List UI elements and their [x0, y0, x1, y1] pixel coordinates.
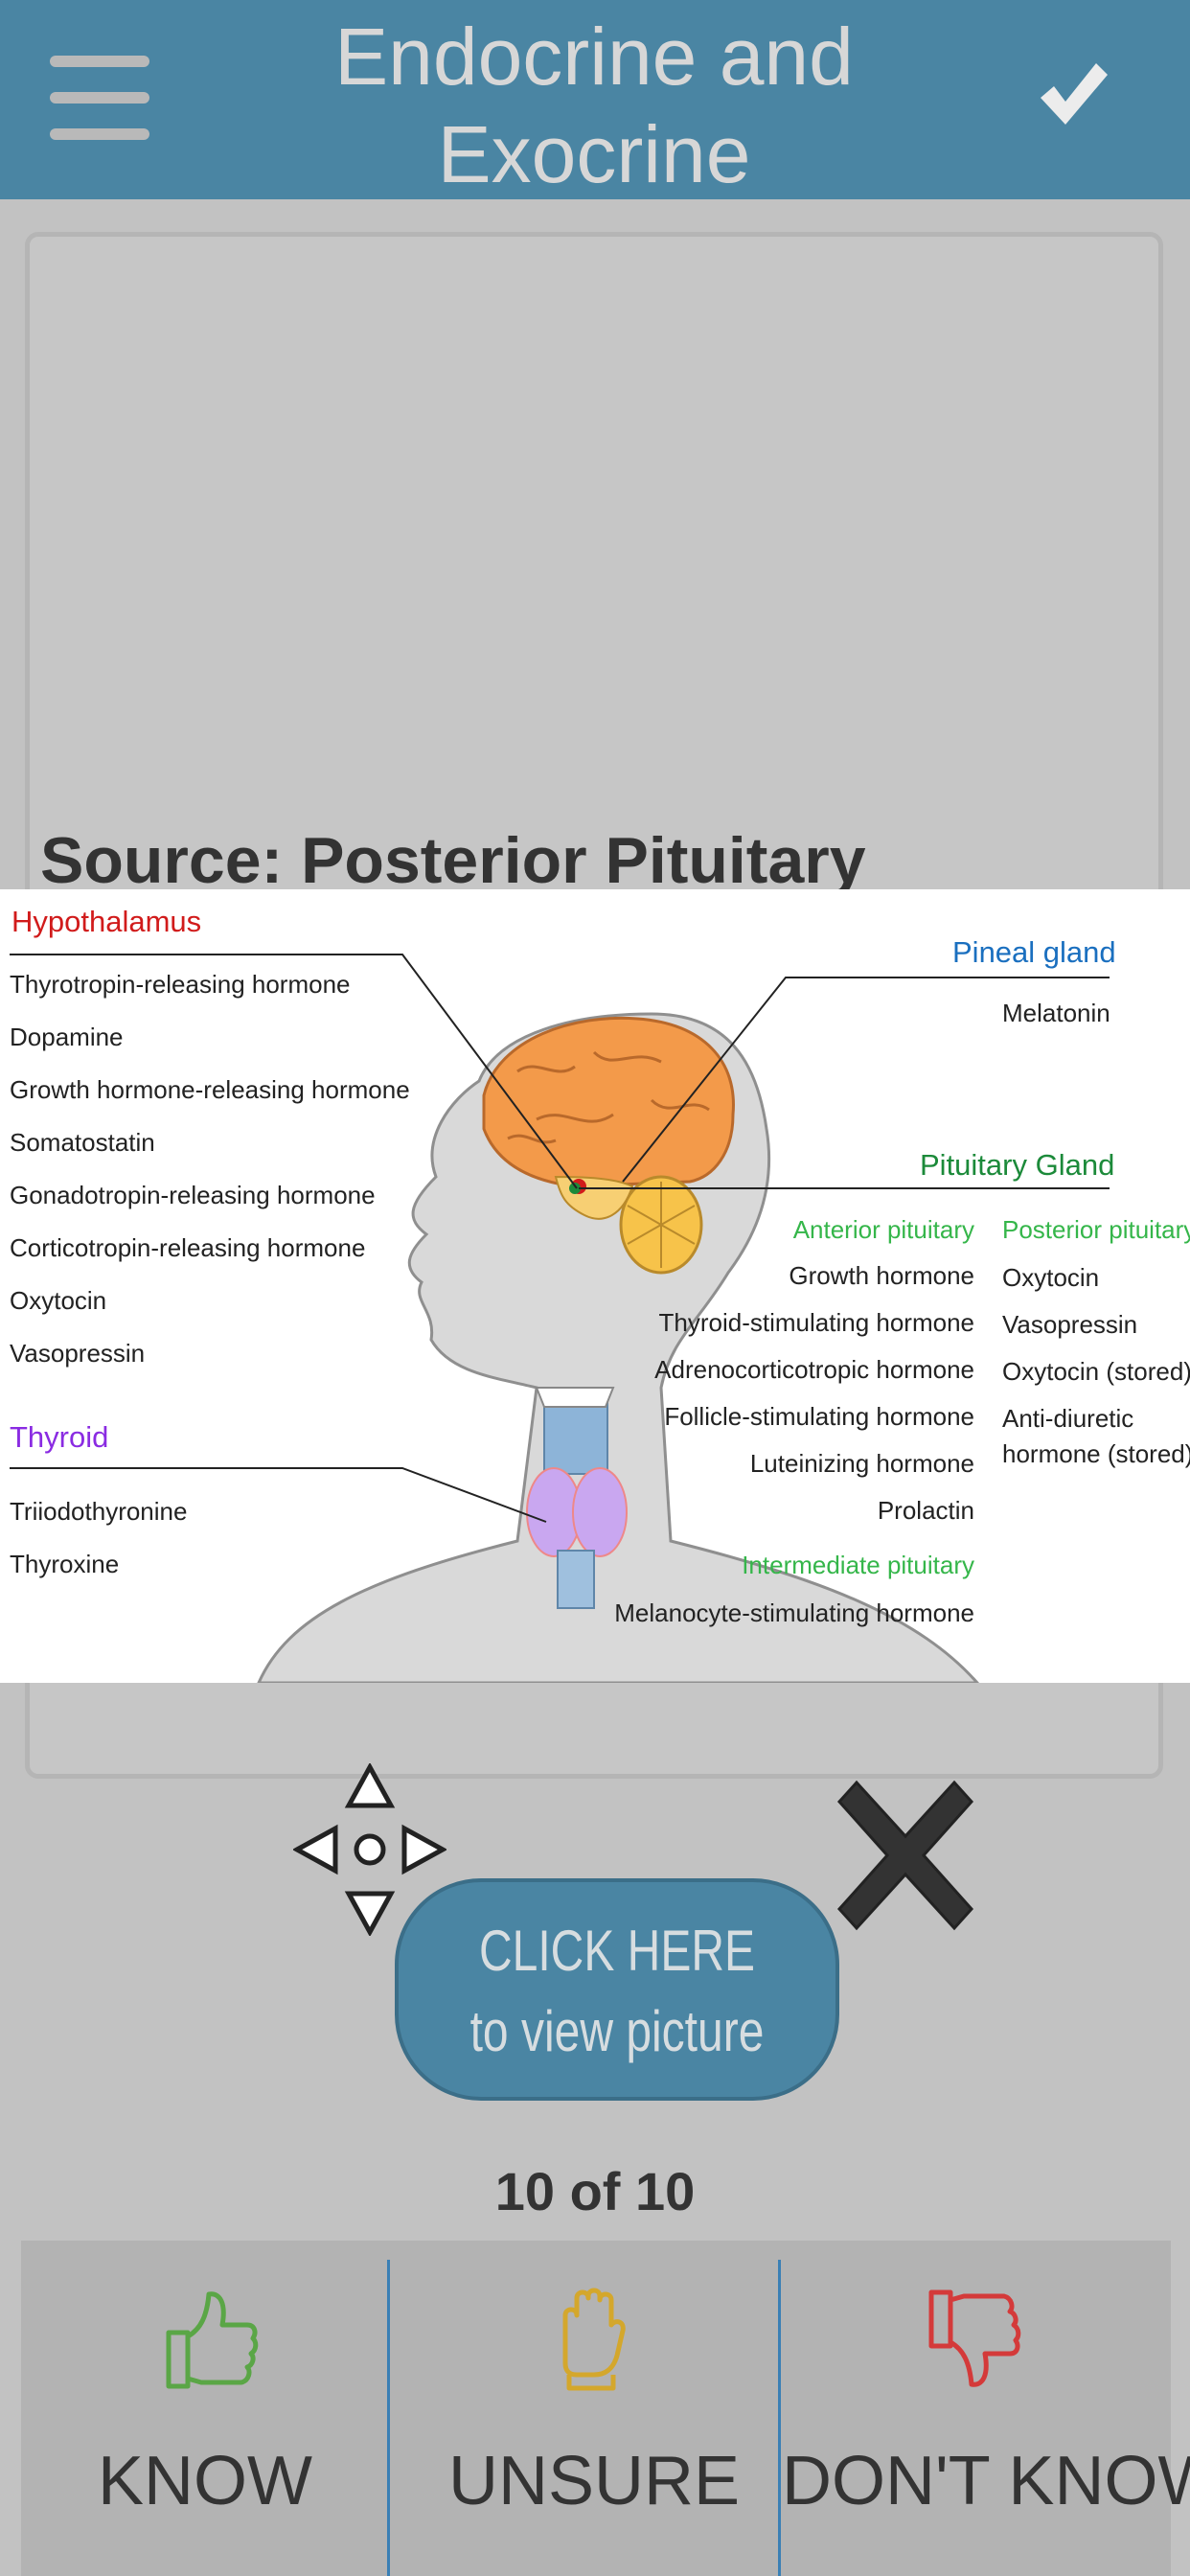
unsure-hand-icon — [562, 2288, 626, 2391]
close-icon[interactable] — [835, 1773, 975, 1938]
pituitary-title: Pituitary Gland — [920, 1148, 1115, 1182]
hypothalamus-item: Somatostatin — [10, 1128, 155, 1157]
know-button[interactable]: KNOW — [21, 2241, 389, 2576]
pineal-title: Pineal gland — [952, 935, 1116, 969]
hypothalamus-item: Gonadotropin-releasing hormone — [10, 1181, 376, 1209]
intermediate-item: Melanocyte-stimulating hormone — [614, 1598, 974, 1627]
intermediate-pituitary-title: Intermediate pituitary — [742, 1551, 974, 1579]
hypothalamus-item: Growth hormone-releasing hormone — [10, 1075, 410, 1104]
card-counter: 10 of 10 — [494, 2161, 696, 2221]
anterior-item: Prolactin — [877, 1496, 974, 1525]
hypothalamus-item: Dopamine — [10, 1023, 124, 1051]
app-header: Endocrine and Exocrine — [0, 0, 1190, 199]
view-button-line-1: CLICK HERE — [478, 1919, 756, 1983]
dont-know-label: DON'T KNOW — [782, 2443, 1190, 2519]
thumbs-down-icon — [928, 2289, 1021, 2387]
divider — [778, 2260, 781, 2576]
posterior-item: Oxytocin — [1002, 1263, 1100, 1292]
thumbs-up-icon — [166, 2291, 259, 2389]
posterior-pituitary-title: Posterior pituitary — [1002, 1215, 1190, 1244]
title-line-2: Exocrine — [437, 109, 751, 199]
answer-bar: KNOW UNSURE DON'T KNOW — [21, 2241, 1190, 2576]
posterior-item: hormone (stored) — [1002, 1439, 1190, 1468]
menu-icon[interactable] — [50, 56, 149, 142]
anterior-item: Luteinizing hormone — [749, 1449, 974, 1478]
hypothalamus-item: Corticotropin-releasing hormone — [10, 1233, 366, 1262]
card-source-text: Source: Posterior Pituitary — [40, 824, 866, 889]
posterior-item: Anti-diuretic — [1002, 1404, 1134, 1433]
unsure-button[interactable]: UNSURE — [390, 2241, 798, 2576]
anterior-item: Follicle-stimulating hormone — [664, 1402, 974, 1431]
anterior-pituitary-title: Anterior pituitary — [792, 1215, 974, 1244]
title-line-1: Endocrine and — [334, 12, 854, 102]
head-illustration — [10, 954, 1110, 1683]
anterior-item: Thyroid-stimulating hormone — [658, 1308, 974, 1337]
thyroid-item: Thyroxine — [10, 1550, 120, 1578]
unsure-label: UNSURE — [447, 2443, 741, 2519]
checkmark-icon[interactable] — [1035, 56, 1111, 132]
view-button-line-2: to view picture — [469, 1999, 765, 2063]
know-label: KNOW — [98, 2443, 312, 2519]
view-picture-button[interactable]: CLICK HERE to view picture — [395, 1878, 839, 2101]
thyroid-item: Triiodothyronine — [10, 1497, 188, 1526]
thyroid-title: Thyroid — [10, 1420, 109, 1454]
pineal-item: Melatonin — [1002, 999, 1110, 1027]
hypothalamus-item: Oxytocin — [10, 1286, 107, 1315]
posterior-item: Vasopressin — [1002, 1310, 1138, 1339]
divider — [387, 2260, 390, 2576]
hypothalamus-title: Hypothalamus — [11, 905, 202, 938]
anterior-item: Adrenocorticotropic hormone — [654, 1355, 974, 1384]
endocrine-diagram: Hypothalamus Thyrotropin-releasing hormo… — [0, 889, 1190, 1683]
move-icon[interactable] — [293, 1763, 446, 1936]
dont-know-button[interactable]: DON'T KNOW — [782, 2241, 1190, 2576]
anterior-item: Growth hormone — [789, 1261, 974, 1290]
hypothalamus-item: Thyrotropin-releasing hormone — [10, 970, 351, 999]
page-title: Endocrine and Exocrine — [287, 8, 901, 203]
hypothalamus-item: Vasopressin — [10, 1339, 146, 1368]
posterior-item: Oxytocin (stored) — [1002, 1357, 1190, 1386]
